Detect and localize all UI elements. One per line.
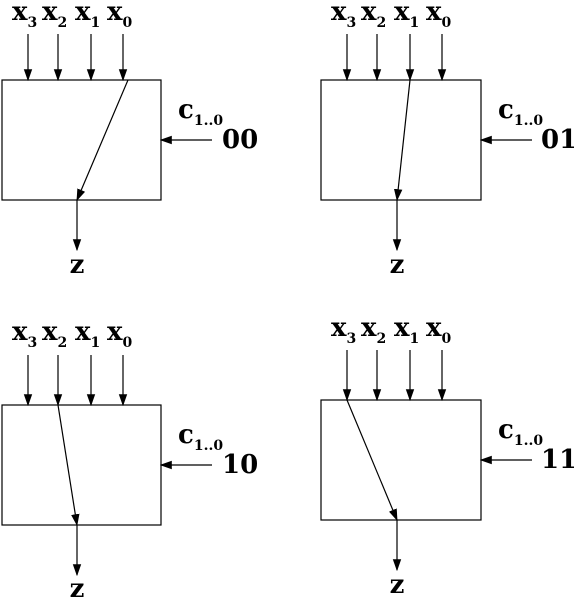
routing-path: [57, 404, 80, 527]
routing-path: [346, 399, 398, 522]
mux-box: [320, 79, 482, 201]
control-label-c: c1..0: [178, 95, 223, 129]
output-label-z: z: [390, 570, 405, 600]
input-label-x2: x2: [42, 317, 67, 351]
output-label-z: z: [70, 574, 85, 600]
input-label-x3: x3: [12, 0, 37, 31]
mux-box: [1, 404, 162, 526]
input-label-x1: x1: [394, 313, 419, 347]
input-label-x0: x0: [426, 0, 452, 31]
input-label-x1: x1: [394, 0, 419, 31]
select-value: 11: [541, 445, 574, 475]
input-label-x0: x0: [107, 0, 133, 31]
select-value: 01: [541, 125, 574, 155]
input-label-x0: x0: [426, 313, 452, 347]
input-label-x3: x3: [12, 317, 37, 351]
select-value: 10: [222, 450, 258, 480]
input-label-x2: x2: [361, 0, 386, 31]
input-label-x0: x0: [107, 317, 133, 351]
input-label-x2: x2: [42, 0, 67, 31]
select-value: 00: [222, 125, 258, 155]
input-label-x2: x2: [361, 313, 386, 347]
output-label-z: z: [70, 250, 85, 280]
input-label-x1: x1: [75, 0, 100, 31]
mux-box: [1, 79, 162, 201]
input-label-x1: x1: [75, 317, 100, 351]
output-label-z: z: [390, 250, 405, 280]
mux-box: [320, 399, 482, 521]
routing-path: [393, 79, 411, 202]
input-label-x3: x3: [331, 0, 356, 31]
routing-path: [76, 79, 129, 202]
input-label-x3: x3: [331, 313, 356, 347]
control-label-c: c1..0: [498, 415, 543, 449]
control-label-c: c1..0: [178, 420, 223, 454]
control-label-c: c1..0: [498, 95, 543, 129]
